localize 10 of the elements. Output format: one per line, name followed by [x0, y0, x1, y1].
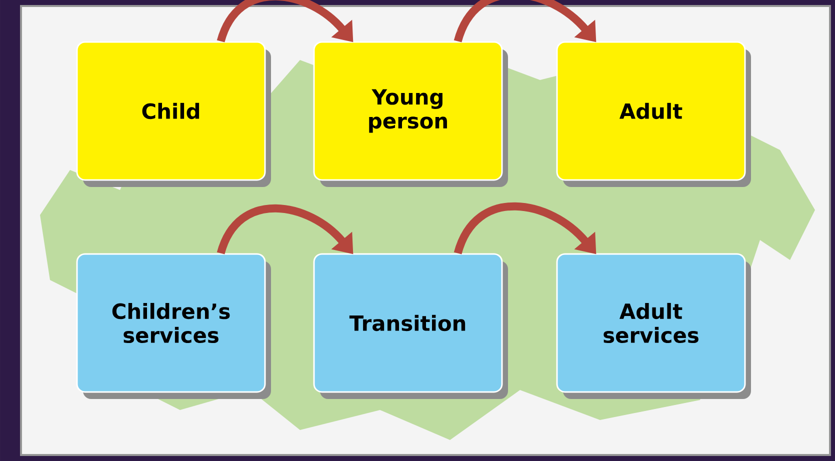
process-box: Transition	[313, 253, 503, 393]
process-box: Adult services	[556, 253, 746, 393]
curved-arrow	[454, 202, 596, 255]
curved-arrow	[217, 0, 354, 43]
process-box: Adult	[556, 41, 746, 181]
process-box: Child	[76, 41, 266, 181]
process-box: Children’s services	[76, 253, 266, 393]
process-box: Young person	[313, 41, 503, 181]
curved-arrow	[217, 204, 354, 255]
curved-arrow	[454, 0, 596, 43]
